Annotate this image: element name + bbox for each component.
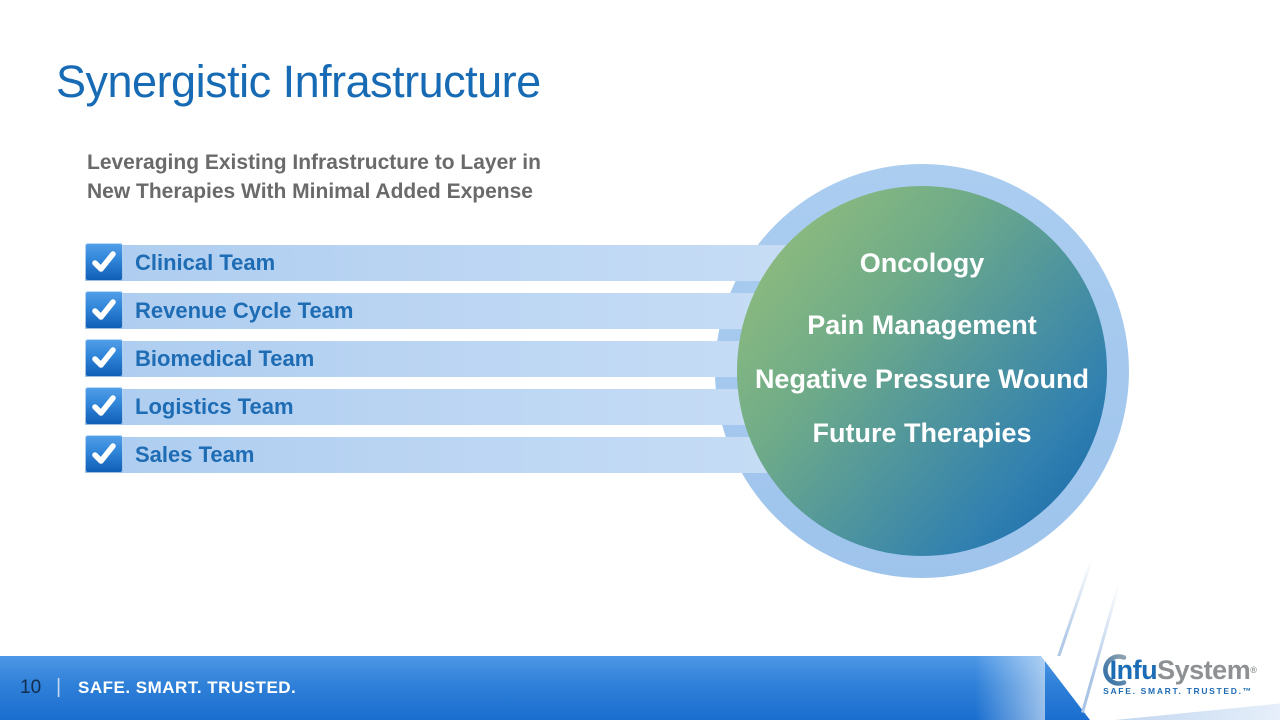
team-label: Clinical Team (135, 249, 276, 275)
logo-text-system: System (1157, 655, 1251, 685)
subtitle-line-1: Leveraging Existing Infrastructure to La… (87, 151, 541, 174)
checkmark-icon (85, 339, 123, 377)
logo-text-infu: Infu (1109, 655, 1158, 685)
team-row: Biomedical Team (85, 339, 863, 377)
team-row: Sales Team (85, 435, 863, 473)
page-number: 10 (20, 677, 42, 698)
team-label: Revenue Cycle Team (135, 297, 354, 323)
therapy-item: Oncology (859, 248, 985, 278)
therapy-list: Oncology Pain Management Negative Pressu… (752, 186, 1092, 452)
team-bar (85, 293, 863, 329)
page-title: Synergistic Infrastructure (56, 56, 541, 108)
team-row: Clinical Team (85, 243, 863, 281)
team-bar (85, 341, 863, 377)
checkmark-icon (85, 435, 123, 473)
footer-fade (975, 656, 1045, 720)
team-bar (85, 245, 863, 281)
logo-wordmark: InfuSystem® (1100, 654, 1257, 686)
team-label: Biomedical Team (135, 345, 315, 371)
synergy-circle (737, 186, 1107, 556)
subtitle-line-2: New Therapies With Minimal Added Expense (87, 180, 533, 203)
team-list: Clinical Team Revenue Cycle Team Biomedi… (85, 243, 863, 484)
checkmark-icon (85, 291, 123, 329)
diagonal-accent-line (1056, 559, 1093, 661)
team-row: Revenue Cycle Team (85, 291, 863, 329)
checkmark-icon (85, 243, 123, 281)
therapy-item: Negative Pressure Wound (754, 364, 1090, 394)
footer-tagline: SAFE. SMART. TRUSTED. (78, 678, 297, 697)
logo-tagline: SAFE. SMART. TRUSTED.™ (1103, 686, 1253, 696)
therapy-item: Future Therapies (812, 418, 1032, 448)
logo-swoosh-icon (1102, 654, 1126, 686)
team-label: Logistics Team (135, 393, 294, 419)
subtitle: Leveraging Existing Infrastructure to La… (87, 148, 541, 206)
therapy-item: Pain Management (807, 310, 1037, 340)
footer-separator: | (56, 676, 62, 698)
team-bar (85, 389, 863, 425)
team-label: Sales Team (135, 441, 255, 467)
footer-bar: 10 | SAFE. SMART. TRUSTED. (0, 656, 1280, 720)
checkmark-icon (85, 387, 123, 425)
team-row: Logistics Team (85, 387, 863, 425)
infusystem-logo: InfuSystem® SAFE. SMART. TRUSTED.™ (1096, 654, 1260, 696)
registered-mark: ® (1250, 665, 1257, 675)
team-bar (85, 437, 863, 473)
